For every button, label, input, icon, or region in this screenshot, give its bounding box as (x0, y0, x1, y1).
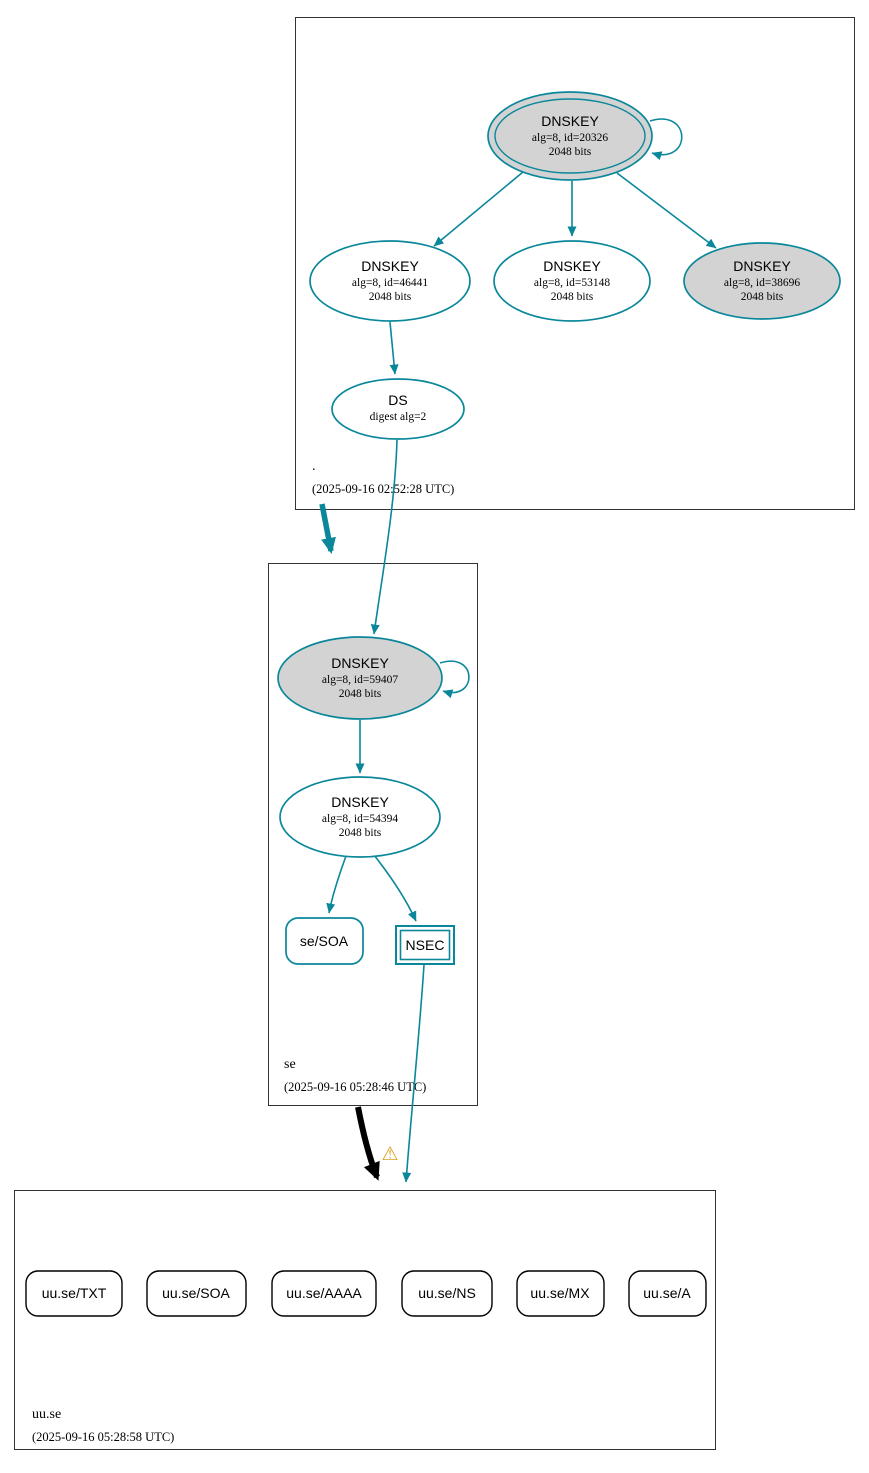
warning-icon: ⚠ (381, 1143, 398, 1165)
dnskey-size: 2048 bits (549, 146, 592, 158)
edge-delegation-root-to-se (319, 503, 336, 554)
rrset-rect (401, 1270, 493, 1317)
dnskey-params: alg=8, id=59407 (322, 674, 398, 686)
rrset-label: uu.se/NS (418, 1285, 476, 1301)
edge-root-ksk-to-zsk-38696 (616, 172, 717, 249)
dnskey-size: 2048 bits (741, 291, 784, 303)
dnskey-size: 2048 bits (551, 291, 594, 303)
rrset-node-uu-se-a: uu.se/A (628, 1270, 707, 1317)
rrset-rect (146, 1270, 247, 1317)
rrset-node-uu-se-txt: uu.se/TXT (25, 1270, 123, 1317)
rrset-label: uu.se/TXT (42, 1285, 107, 1301)
rrset-rect (285, 917, 364, 965)
dnskey-ellipse (683, 242, 841, 320)
edge-root-ksk-selfsign (649, 118, 683, 161)
rrset-node-uu-se-soa: uu.se/SOA (146, 1270, 247, 1317)
zone-name-uu-se: uu.se (32, 1407, 61, 1422)
dnskey-label: DNSKEY (733, 258, 791, 274)
dnskey-size: 2048 bits (339, 688, 382, 700)
rrset-rect (271, 1270, 377, 1317)
ds-node-root: DS digest alg=2 (331, 378, 465, 440)
rrset-label: uu.se/SOA (162, 1285, 230, 1301)
edge-root-ksk-to-zsk-46441 (433, 171, 524, 247)
rrset-node-uu-se-aaaa: uu.se/AAAA (271, 1270, 377, 1317)
dnskey-size: 2048 bits (339, 827, 382, 839)
ds-params: digest alg=2 (370, 411, 427, 423)
dnskey-node-root-38696: DNSKEY alg=8, id=38696 2048 bits (683, 242, 841, 320)
rrset-rect (628, 1270, 707, 1317)
dnskey-label: DNSKEY (331, 655, 389, 671)
rrset-node-uu-se-mx: uu.se/MX (516, 1270, 605, 1317)
rrset-label: se/SOA (300, 933, 349, 949)
rrset-rect (25, 1270, 123, 1317)
nsec-rect-inner (399, 929, 451, 961)
rrset-rect (516, 1270, 605, 1317)
dnskey-node-root-46441: DNSKEY alg=8, id=46441 2048 bits (309, 240, 471, 322)
edge-se-zsk-to-soa (326, 855, 347, 914)
rrset-node-uu-se-ns: uu.se/NS (401, 1270, 493, 1317)
dnskey-params: alg=8, id=38696 (724, 277, 800, 289)
dnskey-size: 2048 bits (369, 291, 412, 303)
zone-name-se: se (284, 1057, 296, 1072)
dnskey-params: alg=8, id=53148 (534, 277, 610, 289)
dnskey-ellipse (279, 776, 441, 858)
ds-label: DS (388, 392, 407, 408)
dnskey-ellipse-inner (494, 98, 646, 174)
nsec-node-se: NSEC (395, 925, 455, 965)
dnskey-params: alg=8, id=20326 (532, 132, 608, 144)
dnskey-label: DNSKEY (361, 258, 419, 274)
dnskey-label: DNSKEY (543, 258, 601, 274)
nsec-rect-outer (395, 925, 455, 965)
dnskey-label: DNSKEY (541, 113, 599, 129)
zone-root: . (2025-09-16 02:52:28 UTC) DNSKEY alg=8… (295, 17, 855, 510)
zone-name-root: . (312, 459, 316, 474)
edge-root-ds-to-se-ksk (370, 439, 398, 635)
edge-se-ksk-selfsign (439, 660, 470, 699)
dnskey-ellipse-outer (487, 91, 653, 181)
dnskey-node-se-59407: DNSKEY alg=8, id=59407 2048 bits (277, 636, 443, 720)
zone-box-uu-se (14, 1190, 716, 1450)
zone-timestamp-se: (2025-09-16 05:28:46 UTC) (284, 1080, 426, 1094)
dnskey-ellipse (309, 240, 471, 322)
rrset-label: uu.se/MX (530, 1285, 590, 1301)
edge-se-zsk-to-nsec (373, 854, 417, 922)
zone-timestamp-root: (2025-09-16 02:52:28 UTC) (312, 482, 454, 496)
inter-zone-edges: ⚠ (319, 439, 425, 1183)
dnskey-node-root-20326: DNSKEY alg=8, id=20326 2048 bits (487, 91, 653, 181)
dnskey-params: alg=8, id=54394 (322, 813, 398, 825)
dnskey-ellipse (493, 240, 651, 322)
dnskey-node-root-53148: DNSKEY alg=8, id=53148 2048 bits (493, 240, 651, 322)
edge-root-zsk-46441-to-ds (389, 321, 399, 375)
zone-uu-se: uu.se (2025-09-16 05:28:58 UTC) uu.se/TX… (14, 1190, 716, 1450)
nsec-label: NSEC (406, 937, 445, 953)
rrset-node-se-soa: se/SOA (285, 917, 364, 965)
rrset-label: uu.se/AAAA (286, 1285, 362, 1301)
dnskey-node-se-54394: DNSKEY alg=8, id=54394 2048 bits (279, 776, 441, 858)
edge-se-nsec-to-uu-se (402, 964, 425, 1183)
rrset-label: uu.se/A (643, 1285, 691, 1301)
dnskey-ellipse (277, 636, 443, 720)
zone-se: se (2025-09-16 05:28:46 UTC) DNSKEY alg=… (268, 563, 478, 1106)
ds-ellipse (331, 378, 465, 440)
edge-delegation-se-to-uu-se (355, 1106, 380, 1181)
dnskey-label: DNSKEY (331, 794, 389, 810)
zone-timestamp-uu-se: (2025-09-16 05:28:58 UTC) (32, 1430, 174, 1444)
dnskey-params: alg=8, id=46441 (352, 277, 428, 289)
